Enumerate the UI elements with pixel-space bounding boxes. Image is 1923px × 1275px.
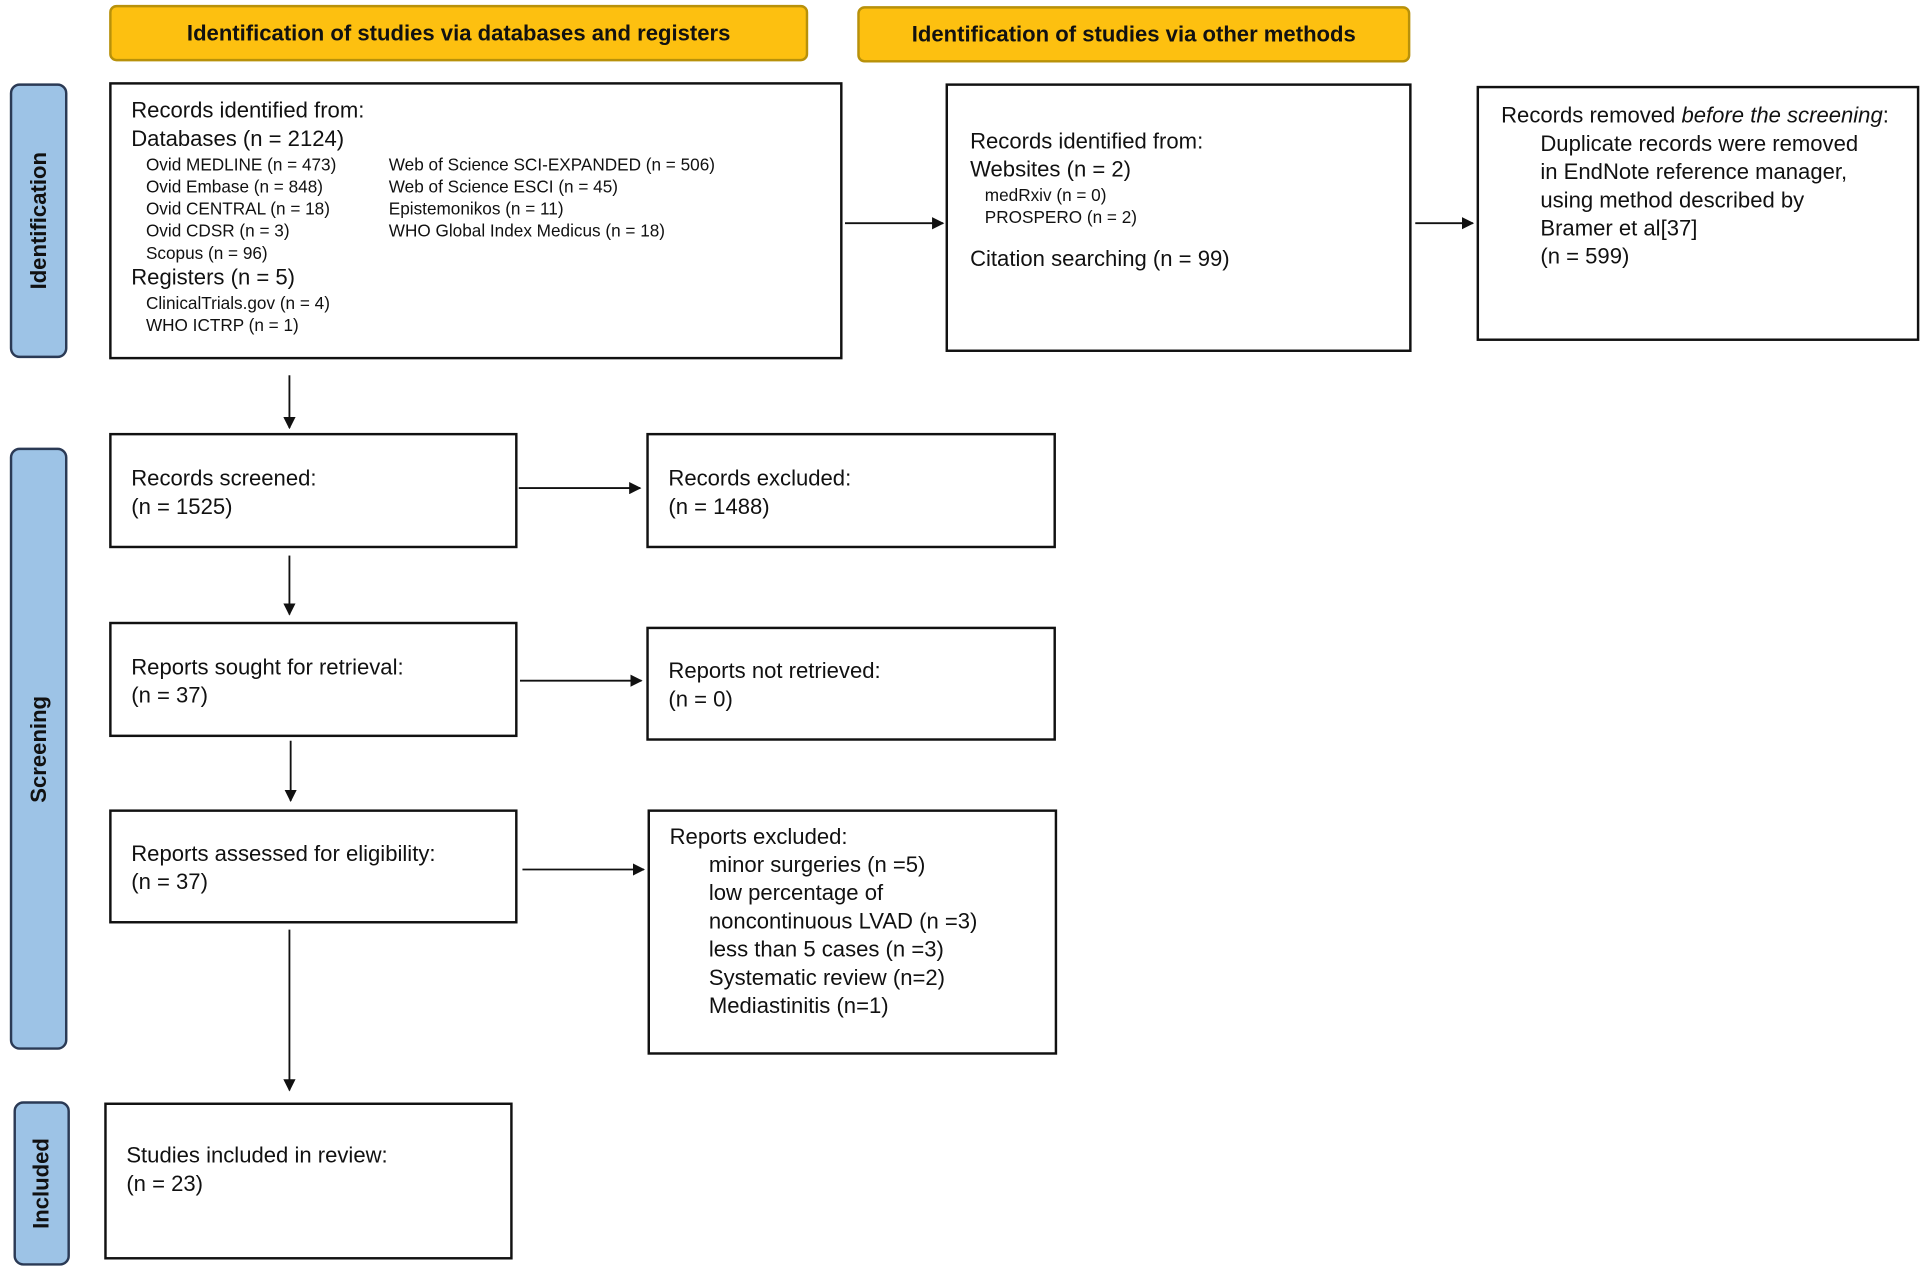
box-count: (n = 1488): [668, 494, 770, 519]
box-label: Studies included in review:: [126, 1143, 388, 1168]
register-item: ClinicalTrials.gov (n = 4): [145, 293, 330, 313]
database-records-box: Records identified from: Databases (n = …: [109, 82, 843, 360]
removed-line: using method described by: [1540, 187, 1805, 213]
website-item: medRxiv (n = 0): [984, 185, 1107, 205]
box-label: Reports excluded:: [669, 824, 848, 849]
studies-included-box: Studies included in review: (n = 23): [104, 1102, 513, 1260]
box-label: Records excluded:: [668, 466, 852, 491]
punct: :: [1882, 103, 1889, 128]
removed-count: (n = 599): [1540, 244, 1630, 269]
db-item: Web of Science SCI-EXPANDED (n = 506): [388, 154, 715, 175]
box-count: (n = 23): [126, 1171, 204, 1196]
box-title: Records identified from:: [970, 128, 1204, 154]
phase-included: Included: [13, 1101, 70, 1266]
removed-line: in EndNote reference manager,: [1540, 159, 1848, 184]
box-count: (n = 37): [131, 869, 208, 895]
box-label: Reports not retrieved:: [668, 658, 881, 684]
box-count: (n = 37): [131, 683, 208, 708]
reports-sought-box: Reports sought for retrieval: (n = 37): [109, 621, 518, 738]
box-title: Records identified from:: [131, 98, 365, 123]
box-count: (n = 0): [668, 686, 733, 712]
db-item: Ovid MEDLINE (n = 473): [145, 154, 337, 175]
db-item: Ovid Embase (n = 848): [145, 176, 323, 197]
databases-count: Databases (n = 2124): [131, 126, 345, 151]
other-records-box: Records identified from: Websites (n = 2…: [945, 83, 1412, 352]
exclusion-reason: noncontinuous LVAD (n =3): [708, 908, 978, 934]
box-label: Reports assessed for eligibility:: [131, 841, 436, 866]
reports-excluded-box: Reports excluded: minor surgeries (n =5)…: [647, 809, 1058, 1055]
phase-identification: Identification: [9, 83, 68, 359]
db-item: Scopus (n = 96): [145, 242, 268, 263]
header-databases: Identification of studies via databases …: [109, 4, 809, 62]
reports-assessed-box: Reports assessed for eligibility: (n = 37…: [109, 809, 518, 924]
register-item: WHO ICTRP (n = 1): [145, 315, 299, 335]
removed-line: Duplicate records were removed: [1540, 131, 1859, 156]
box-title: Records removed: [1501, 103, 1682, 128]
header-other-methods: Identification of studies via other meth…: [857, 6, 1411, 63]
records-screened-box: Records screened: (n = 1525): [109, 432, 518, 549]
box-count: (n = 1525): [131, 494, 233, 519]
exclusion-reason: low percentage of: [708, 880, 884, 906]
phase-screening: Screening: [9, 447, 68, 1050]
box-label: Reports sought for retrieval:: [131, 654, 404, 680]
exclusion-reason: less than 5 cases (n =3): [708, 936, 944, 962]
exclusion-reason: Systematic review (n=2): [708, 965, 946, 990]
box-label: Records screened:: [131, 466, 317, 491]
db-item: Ovid CDSR (n = 3): [145, 220, 290, 241]
exclusion-reason: Mediastinitis (n=1): [708, 993, 889, 1018]
db-item: WHO Global Index Medicus (n = 18): [388, 220, 666, 241]
websites-count: Websites (n = 2): [970, 156, 1132, 182]
db-item: Ovid CENTRAL (n = 18): [145, 198, 330, 219]
db-item: Web of Science ESCI (n = 45): [388, 176, 618, 197]
box-title-emphasis: before the screening: [1681, 103, 1883, 128]
citation-count: Citation searching (n = 99): [970, 246, 1230, 272]
records-removed-box: Records removed before the screening: Du…: [1476, 85, 1920, 341]
records-excluded-box: Records excluded: (n = 1488): [646, 432, 1056, 549]
reports-not-retrieved-box: Reports not retrieved:(n = 0): [646, 626, 1056, 741]
exclusion-reason: minor surgeries (n =5): [708, 852, 926, 877]
registers-count: Registers (n = 5): [131, 264, 296, 290]
db-item: Epistemonikos (n = 11): [388, 198, 564, 219]
removed-line: Bramer et al[37]: [1540, 215, 1698, 241]
website-item: PROSPERO (n = 2): [984, 207, 1137, 227]
